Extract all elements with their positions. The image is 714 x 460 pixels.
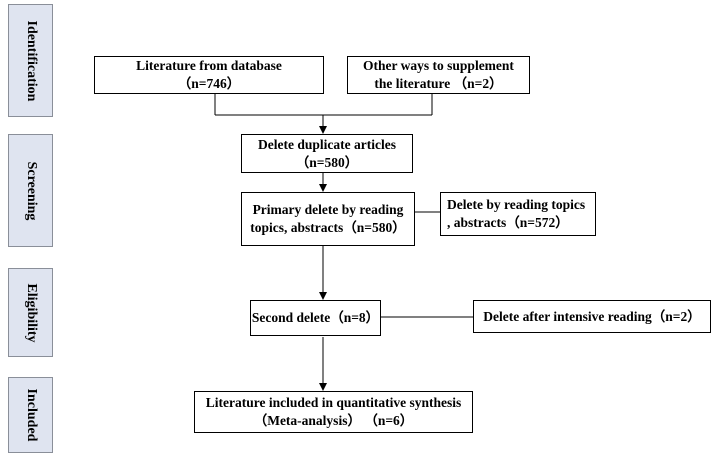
box-other-ways: Other ways to supplement the literature … [347,56,530,94]
box-delete-duplicates: Delete duplicate articles （n=580） [241,134,413,173]
phase-screening: Screening [8,134,53,247]
box-literature-from-database: Literature from database （n=746） [94,56,324,94]
box-included-line1: Literature included in quantitative synt… [205,395,462,410]
box-second-line1: Second delete（n=8） [251,310,380,325]
box-included-synthesis: Literature included in quantitative synt… [194,391,473,433]
box-included-line2: （Meta-analysis） （n=6） [253,413,414,428]
phase-eligibility: Eligibility [8,268,53,357]
box-database-line2: （n=746） [177,76,241,91]
box-topics-line1: Delete by reading topics [447,197,586,212]
box-primary-delete: Primary delete by reading topics, abstra… [241,192,415,246]
box-intensive-line1: Delete after intensive reading（n=2） [483,308,701,324]
box-database-line1: Literature from database [136,58,282,73]
phase-identification: Identification [8,4,53,117]
phase-included: Included [8,377,53,453]
box-duplicates-line1: Delete duplicate articles [258,136,396,152]
box-other-line1: Other ways to supplement [363,58,514,73]
box-primary-line2: topics, abstracts（n=580） [250,220,406,235]
box-duplicates-line2: （n=580） [295,154,359,170]
box-intensive-reading: Delete after intensive reading（n=2） [473,300,711,333]
box-second-delete: Second delete（n=8） [250,300,381,336]
box-primary-line1: Primary delete by reading [252,202,404,217]
box-delete-by-topics: Delete by reading topics , abstracts（n=5… [440,192,596,236]
box-other-line2: the literature （n=2） [374,76,503,91]
box-topics-line2: , abstracts（n=572） [447,215,569,230]
